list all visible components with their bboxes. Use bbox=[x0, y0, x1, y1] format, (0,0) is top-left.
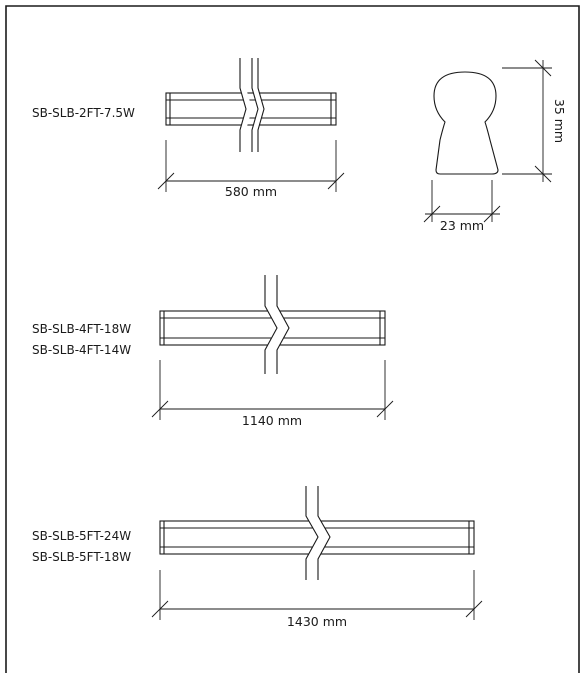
profile-width-label: 23 mm bbox=[440, 218, 484, 233]
length-label-2ft: 580 mm bbox=[225, 184, 277, 199]
dimension-4ft: 1140 mm bbox=[151, 360, 394, 428]
width-dimension: 23 mm bbox=[423, 180, 501, 233]
tube-2ft bbox=[165, 58, 337, 152]
model-label-5ft-18w: SB-SLB-5FT-18W bbox=[32, 550, 131, 564]
product-4ft: SB-SLB-4FT-18W SB-SLB-4FT-14W 1140 mm bbox=[32, 275, 394, 428]
product-2ft: SB-SLB-2FT-7.5W 580 mm bbox=[32, 58, 345, 199]
drawing-frame bbox=[5, 5, 580, 673]
height-dimension: 35 mm bbox=[502, 59, 567, 183]
tube-5ft bbox=[159, 486, 475, 580]
model-label-5ft-24w: SB-SLB-5FT-24W bbox=[32, 529, 131, 543]
profile-height-label: 35 mm bbox=[552, 99, 567, 143]
model-label-2ft-7-5w: SB-SLB-2FT-7.5W bbox=[32, 106, 135, 120]
length-label-5ft: 1430 mm bbox=[287, 614, 347, 629]
product-5ft: SB-SLB-5FT-24W SB-SLB-5FT-18W 1430 mm bbox=[32, 486, 483, 629]
profile-cross-section: 35 mm 23 mm bbox=[423, 59, 567, 233]
model-label-4ft-14w: SB-SLB-4FT-14W bbox=[32, 343, 131, 357]
model-label-4ft-18w: SB-SLB-4FT-18W bbox=[32, 322, 131, 336]
dimension-5ft: 1430 mm bbox=[151, 570, 483, 629]
dimension-2ft: 580 mm bbox=[157, 140, 345, 199]
length-label-4ft: 1140 mm bbox=[242, 413, 302, 428]
tube-4ft bbox=[159, 275, 386, 374]
